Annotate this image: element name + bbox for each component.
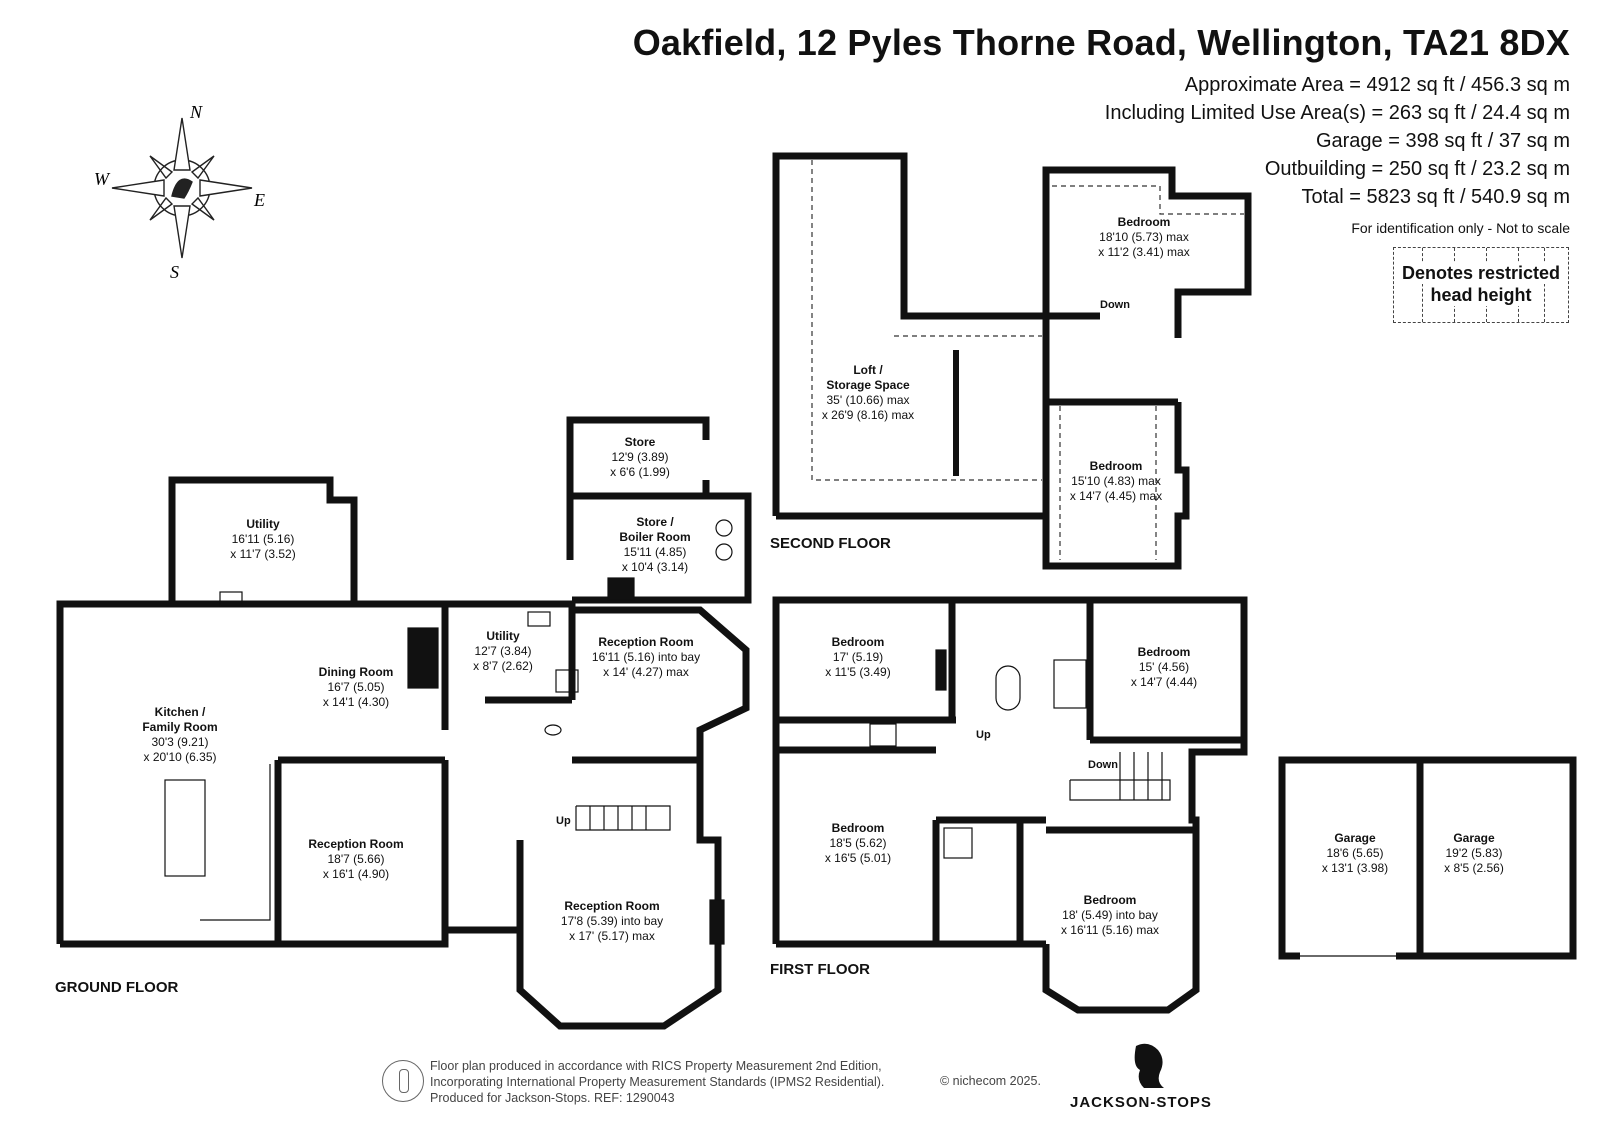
footer-line-1: Floor plan produced in accordance with R… [430, 1059, 882, 1073]
rics-measurement-icon [382, 1060, 424, 1102]
kitchen-island [164, 779, 206, 877]
bathroom-shower-icon [943, 827, 973, 859]
wc-icon [544, 724, 562, 736]
reception-left-name: Reception Room [308, 837, 403, 851]
jackson-stops-logo-icon [1134, 1043, 1164, 1088]
bedroom-ff-3-name: Bedroom [832, 821, 885, 835]
loft-name: Loft / [853, 363, 883, 377]
dining-fireplace [407, 627, 439, 689]
garage-1-name: Garage [1334, 831, 1376, 845]
stairs-up-ground: Up [556, 815, 571, 827]
stairs-up-first: Up [976, 729, 991, 741]
first-floor-shower-icon [869, 723, 897, 747]
reception-bay-bottom-name: Reception Room [564, 899, 659, 913]
utility-top-name: Utility [246, 517, 280, 531]
second-floor-label: SECOND FLOOR [770, 535, 891, 552]
boiler-icon-2 [715, 543, 733, 561]
compass-north: N [189, 102, 203, 122]
bedroom-ff-2-name: Bedroom [1138, 645, 1191, 659]
stairs-down-second: Down [1100, 299, 1130, 311]
footer-line-2: Incorporating International Property Mea… [430, 1075, 885, 1089]
sink-icon [527, 611, 551, 627]
boiler-icon [715, 519, 733, 537]
bedroom-sf-1-name: Bedroom [1118, 215, 1171, 229]
garage-area: Garage = 398 sq ft / 37 sq m [1315, 130, 1570, 152]
footer-copyright: © nichecom 2025. [940, 1074, 1041, 1088]
compass-west: W [94, 169, 111, 189]
property-address-title: Oakfield, 12 Pyles Thorne Road, Wellingt… [632, 22, 1570, 63]
hob-icon [219, 591, 243, 607]
ground-floor-walls [56, 416, 752, 1030]
restricted-height-outlines [811, 160, 1244, 560]
bath-icon [995, 665, 1021, 711]
first-floor-label: FIRST FLOOR [770, 961, 870, 978]
ensuite-shower-icon [1053, 659, 1087, 709]
boiler-name: Store / [636, 515, 674, 529]
compass-icon [111, 117, 253, 259]
brand-name: JACKSON-STOPS [1070, 1094, 1212, 1111]
reception-fireplace [709, 899, 725, 945]
bedroom-ff-1-name: Bedroom [832, 635, 885, 649]
first-floor-stairs [1069, 779, 1171, 801]
kitchen-name: Kitchen / [155, 705, 206, 719]
approximate-area: Approximate Area = 4912 sq ft / 456.3 sq… [1184, 74, 1570, 96]
bedroom-sf-2-name: Bedroom [1090, 459, 1143, 473]
footer-line-3: Produced for Jackson-Stops. REF: 1290043 [430, 1091, 675, 1105]
garage-walls [1278, 756, 1577, 960]
compass-east: E [253, 190, 265, 210]
garage-2-name: Garage [1453, 831, 1495, 845]
compass-south: S [170, 262, 179, 282]
bedroom-ff-4-name: Bedroom [1084, 893, 1137, 907]
ground-floor-stairs [575, 805, 671, 831]
first-floor-chimney [935, 649, 947, 691]
scale-note: For identification only - Not to scale [1351, 220, 1570, 236]
legend-line-2: head height [1428, 284, 1534, 306]
utility-mid-name: Utility [486, 629, 520, 643]
store-name: Store [625, 435, 656, 449]
limited-use-area: Including Limited Use Area(s) = 263 sq f… [1104, 102, 1570, 124]
footer-text: Floor plan produced in accordance with R… [430, 1058, 884, 1106]
restricted-height-legend: Denotes restricted head height [1393, 247, 1569, 323]
second-floor-walls [772, 152, 1252, 570]
ground-floor-label: GROUND FLOOR [55, 979, 178, 996]
outbuilding-area: Outbuilding = 250 sq ft / 23.2 sq m [1264, 158, 1570, 180]
shower-icon [555, 669, 579, 693]
dining-name: Dining Room [319, 665, 394, 679]
first-floor-walls [772, 596, 1248, 1014]
reception-bay-top-name: Reception Room [598, 635, 693, 649]
legend-line-1: Denotes restricted [1399, 262, 1563, 284]
stairs-down-first: Down [1088, 759, 1118, 771]
total-area: Total = 5823 sq ft / 540.9 sq m [1301, 186, 1571, 208]
boiler-flue [607, 577, 635, 601]
